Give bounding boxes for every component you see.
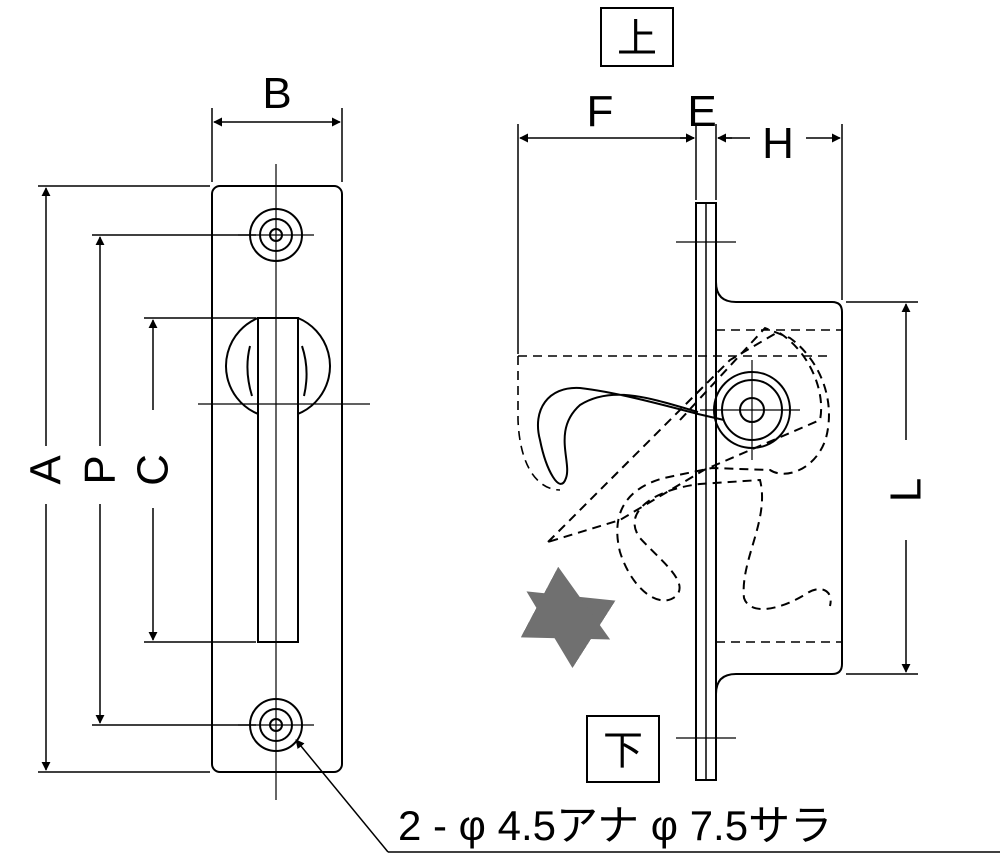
front-view xyxy=(198,164,370,800)
bottom-label: 下 xyxy=(603,729,643,773)
hook-closed xyxy=(616,326,832,611)
side-dimensions xyxy=(517,124,918,675)
dim-label-e: E xyxy=(687,87,716,136)
dim-label-l: L xyxy=(882,478,931,502)
hook-open xyxy=(537,386,725,485)
bottom-label-box xyxy=(586,715,660,783)
rotation-arrow-icon xyxy=(520,566,616,669)
dim-label-a: A xyxy=(22,455,71,485)
front-latch xyxy=(225,317,331,643)
latch-body-dashed xyxy=(547,330,823,543)
top-label-box xyxy=(600,7,674,67)
side-housing xyxy=(715,281,843,695)
dim-label-h: H xyxy=(762,119,794,168)
dim-label-b: B xyxy=(262,69,291,118)
hole-note-leader xyxy=(295,739,1000,853)
hole-note: 2 - φ 4.5アナ φ 7.5サラ xyxy=(398,802,832,849)
side-center-lines xyxy=(676,241,800,739)
dim-label-f: F xyxy=(587,87,614,136)
side-view xyxy=(517,202,843,781)
top-label: 上 xyxy=(617,17,657,61)
front-dimensions xyxy=(38,108,343,773)
dim-label-p: P xyxy=(76,455,125,484)
dim-label-c: C xyxy=(129,454,178,486)
side-hidden-lines xyxy=(517,329,842,643)
front-plate xyxy=(211,185,343,773)
